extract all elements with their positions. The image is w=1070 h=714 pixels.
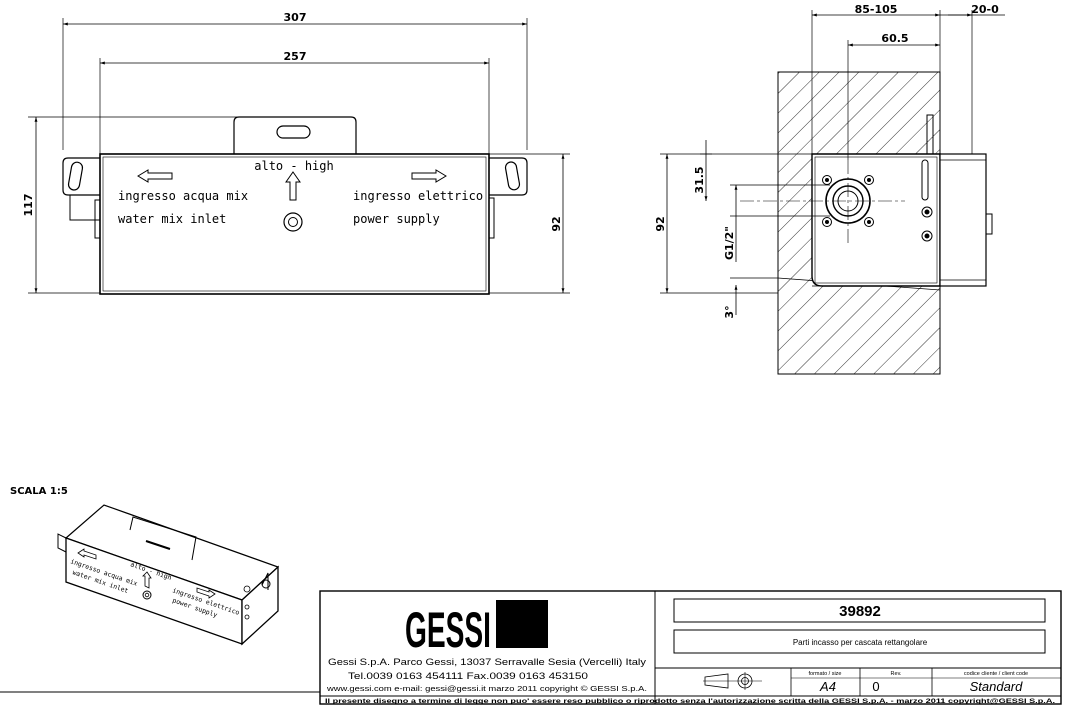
label-water-it: ingresso acqua mix bbox=[118, 189, 248, 203]
web-line: www.gessi.com e-mail: gessi@gessi.it mar… bbox=[326, 685, 647, 693]
drawing-description: Parti incasso per cascata rettangolare bbox=[793, 638, 928, 647]
front-view-text: 307 257 117 92 alto - high ingresso acqu… bbox=[22, 11, 563, 232]
label-power-en: power supply bbox=[353, 212, 440, 226]
logo-block bbox=[496, 600, 548, 648]
company-line: Gessi S.p.A. Parco Gessi, 13037 Serraval… bbox=[328, 657, 646, 668]
side-view-text: 85-105 20-0 60.5 92 31.5 G1/2" 3° bbox=[654, 3, 999, 319]
rev-value: 0 bbox=[872, 679, 879, 694]
legal-footer: Il presente disegno a termine di legge n… bbox=[325, 698, 1055, 705]
dim-slope: 3° bbox=[723, 305, 736, 318]
rev-header: Rev. bbox=[891, 671, 902, 677]
dim-height: 92 bbox=[654, 216, 667, 231]
front-view bbox=[28, 18, 570, 295]
label-water-en: water mix inlet bbox=[118, 212, 226, 226]
client-value: Standard bbox=[970, 679, 1024, 694]
logo-text: GESSI bbox=[405, 602, 491, 658]
iso-view bbox=[57, 504, 280, 646]
title-block bbox=[0, 590, 1062, 705]
drawing-code: 39892 bbox=[839, 603, 881, 620]
side-view bbox=[660, 10, 1005, 375]
title-block-text: GESSI Gessi S.p.A. Parco Gessi, 13037 Se… bbox=[325, 602, 1055, 705]
client-header: codice cliente / client code bbox=[964, 671, 1028, 677]
dim-axis-vertical: 31.5 bbox=[693, 166, 706, 193]
dim-thread: G1/2" bbox=[723, 226, 736, 260]
dim-axis: 60.5 bbox=[881, 32, 908, 45]
label-up: alto - high bbox=[254, 159, 333, 173]
format-value: A4 bbox=[819, 679, 836, 694]
format-header: formato / size bbox=[808, 671, 841, 677]
scale-label: SCALA 1:5 bbox=[10, 486, 68, 497]
dim-overall-width: 307 bbox=[284, 11, 307, 24]
dim-offset: 20-0 bbox=[971, 3, 999, 16]
phone-line: Tel.0039 0163 454111 Fax.0039 0163 45315… bbox=[348, 671, 588, 682]
dim-inner-width: 257 bbox=[284, 50, 307, 63]
label-power-it: ingresso elettrico bbox=[353, 189, 483, 203]
dim-overall-height: 117 bbox=[22, 194, 35, 217]
dim-body-height: 92 bbox=[550, 216, 563, 231]
dim-depth-range: 85-105 bbox=[855, 3, 898, 16]
